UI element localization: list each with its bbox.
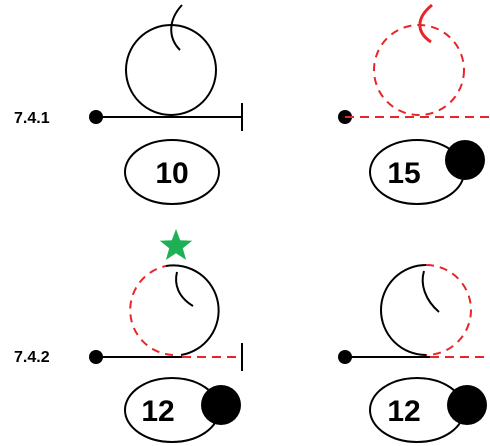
loop-tail-red	[418, 3, 433, 44]
score-value: 15	[387, 157, 420, 190]
loop-tail	[421, 270, 440, 313]
loop-circle	[125, 24, 217, 116]
filled-circle-icon	[445, 140, 485, 180]
loop-circle-dashed	[373, 24, 465, 116]
loop-arc-solid	[380, 264, 427, 356]
loop-arc-dashed	[129, 265, 174, 356]
score-value: 12	[141, 395, 174, 428]
figure-row2-left: 12	[89, 229, 243, 443]
loop-arc-solid	[165, 264, 220, 356]
score-oval	[124, 139, 220, 205]
figure-row2-right: 12	[338, 264, 490, 443]
loop-tail	[170, 4, 183, 51]
row-label-7-4-1: 7.4.1	[14, 110, 50, 127]
score-value: 10	[155, 157, 188, 190]
loop-arc-dashed	[425, 264, 472, 356]
figure-row1-right: 15	[338, 3, 490, 205]
star-icon	[159, 229, 193, 260]
filled-circle-icon	[447, 385, 487, 425]
row-label-7-4-2: 7.4.2	[14, 349, 50, 366]
figure-row1-left: 10	[89, 4, 243, 205]
filled-circle-icon	[201, 385, 241, 425]
loop-tail	[175, 271, 194, 307]
score-value: 12	[387, 395, 420, 428]
